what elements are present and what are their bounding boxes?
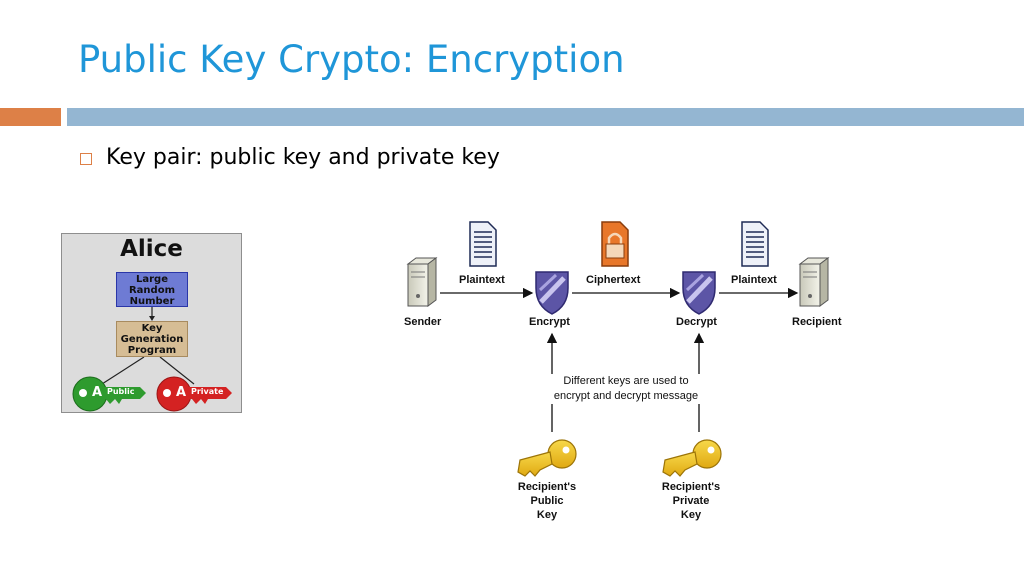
random-number-box: Large Random Number: [116, 272, 188, 307]
decrypt-shield-icon: [682, 271, 716, 315]
private-key-label-line: Key: [680, 509, 702, 521]
public-key-label-line: Key: [536, 509, 558, 521]
public-key-label: Public: [107, 387, 135, 396]
keygen-box-line: Key: [141, 323, 163, 334]
keygen-box-line: Program: [127, 345, 177, 356]
random-box-line: Large: [136, 274, 168, 285]
edge-label-plaintext: Plaintext: [731, 274, 777, 286]
alice-name: Alice: [120, 236, 183, 262]
key-generation-box: Key Generation Program: [116, 321, 188, 357]
public-key-label: Recipient's Public Key: [510, 480, 584, 522]
plaintext-document-icon: [469, 221, 497, 267]
node-label-recipient: Recipient: [792, 316, 842, 328]
key-difference-note: Different keys are used to encrypt and d…: [546, 374, 706, 404]
encryption-flow-diagram: Plaintext Ciphertext Plaintext Sender En…: [380, 210, 860, 534]
slide-title: Public Key Crypto: Encryption: [78, 38, 625, 81]
recipient-public-key-icon: [517, 439, 577, 477]
note-line: encrypt and decrypt message: [553, 390, 699, 402]
bullet-square-icon: [80, 152, 92, 165]
note-line: Different keys are used to: [563, 375, 689, 387]
edge-label-ciphertext: Ciphertext: [586, 274, 641, 286]
private-key-label: Recipient's Private Key: [654, 480, 728, 522]
node-label-sender: Sender: [404, 316, 442, 328]
recipient-server-icon: [798, 257, 830, 307]
public-key-label-line: Recipient's: [517, 481, 577, 493]
public-key-label-line: Public: [530, 495, 564, 507]
random-box-line: Random: [128, 285, 175, 296]
private-key-letter: A: [176, 385, 187, 400]
sender-server-icon: [406, 257, 438, 307]
node-label-encrypt: Encrypt: [529, 316, 570, 328]
public-key-icon: [72, 376, 146, 412]
node-label-decrypt: Decrypt: [676, 316, 717, 328]
public-key-letter: A: [92, 385, 103, 400]
ciphertext-lock-icon: [601, 221, 629, 267]
recipient-private-key-icon: [662, 439, 722, 477]
private-key-label-line: Recipient's: [661, 481, 721, 493]
private-key-icon: [156, 376, 232, 412]
alice-figure-graphics: [72, 307, 232, 412]
bullet-text: Key pair: public key and private key: [106, 145, 500, 170]
bullet-item: Key pair: public key and private key: [80, 145, 500, 170]
flow-graphics: [406, 221, 830, 477]
edge-label-plaintext: Plaintext: [459, 274, 505, 286]
alice-keygen-figure: Alice Large Random Number Key Generation…: [61, 233, 242, 413]
plaintext-document-icon: [741, 221, 769, 267]
encrypt-shield-icon: [535, 271, 569, 315]
title-accent-bar-orange: [0, 108, 61, 126]
private-key-label-line: Private: [672, 495, 710, 507]
random-box-line: Number: [129, 296, 175, 307]
private-key-label: Private: [191, 387, 224, 396]
keygen-box-line: Generation: [120, 334, 184, 345]
title-accent-bar-blue: [67, 108, 1024, 126]
